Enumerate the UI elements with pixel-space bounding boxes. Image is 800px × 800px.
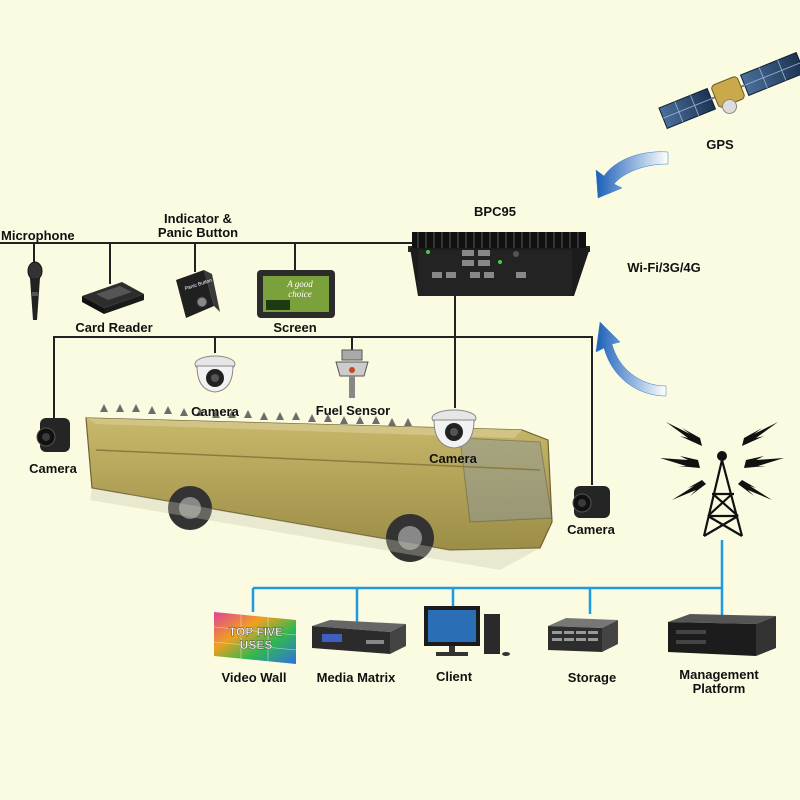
camera-right-label: Camera [567, 522, 615, 537]
panic-button-icon: Panic Button [176, 270, 220, 318]
management-platform-label: Management Platform [679, 667, 759, 696]
media-matrix-label: Media Matrix [316, 670, 396, 685]
microphone-icon [27, 261, 43, 320]
bus-icon [85, 404, 553, 570]
video-wall-label: Video Wall [221, 670, 287, 685]
box-camera-right-icon [572, 486, 610, 518]
network-wiring [251, 540, 724, 622]
storage-icon [548, 618, 618, 652]
indicator-panic-label: Indicator & Panic Button [157, 211, 239, 240]
dome-camera-bus-icon [431, 409, 477, 449]
client-pc-icon [424, 606, 510, 656]
management-server-icon [668, 614, 776, 656]
bpc95-box-icon [408, 232, 590, 296]
device-wiring [0, 242, 593, 485]
camera-left-label: Camera [29, 461, 77, 476]
card-reader-icon [82, 282, 144, 314]
fuel-sensor-label: Fuel Sensor [315, 403, 391, 418]
dome-camera-icon [194, 355, 236, 393]
device-label: BPC95 [474, 204, 516, 219]
box-camera-left-icon [36, 418, 70, 452]
client-label: Client [435, 669, 473, 684]
media-matrix-icon [312, 620, 406, 654]
camera-bus-label: Camera [429, 451, 477, 466]
screen-label: Screen [273, 320, 317, 335]
microphone-label: Microphone [1, 228, 75, 243]
connectivity-label: Wi-Fi/3G/4G [627, 260, 701, 275]
fuel-sensor-icon [335, 349, 369, 398]
card-reader-label: Card Reader [75, 320, 153, 335]
wire-camera-loop [53, 336, 593, 485]
camera-top-label: Camera [191, 404, 239, 419]
gps-label: GPS [706, 137, 734, 152]
cell-tower-icon [660, 422, 784, 537]
satellite-icon [658, 51, 800, 130]
storage-label: Storage [567, 670, 617, 685]
gps-signal-arrow [595, 151, 669, 199]
wireless-signal-arrow [595, 321, 667, 397]
